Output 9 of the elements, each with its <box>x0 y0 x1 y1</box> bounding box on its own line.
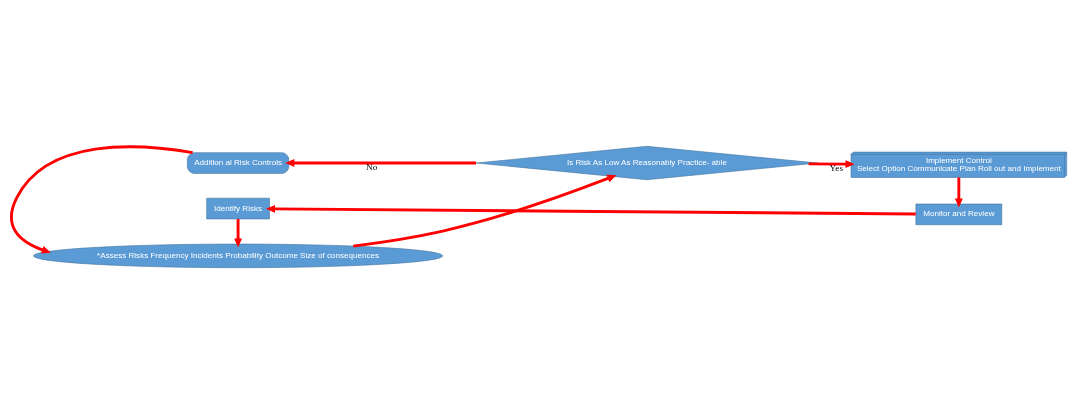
arrow <box>808 160 855 169</box>
arrow <box>954 177 963 208</box>
arrow <box>234 219 243 248</box>
edge-label: No <box>366 162 378 173</box>
edge-label: Yes <box>829 163 844 174</box>
arrow <box>10 145 193 254</box>
arrow <box>265 204 916 216</box>
arrow <box>353 174 617 248</box>
arrow <box>285 159 477 167</box>
